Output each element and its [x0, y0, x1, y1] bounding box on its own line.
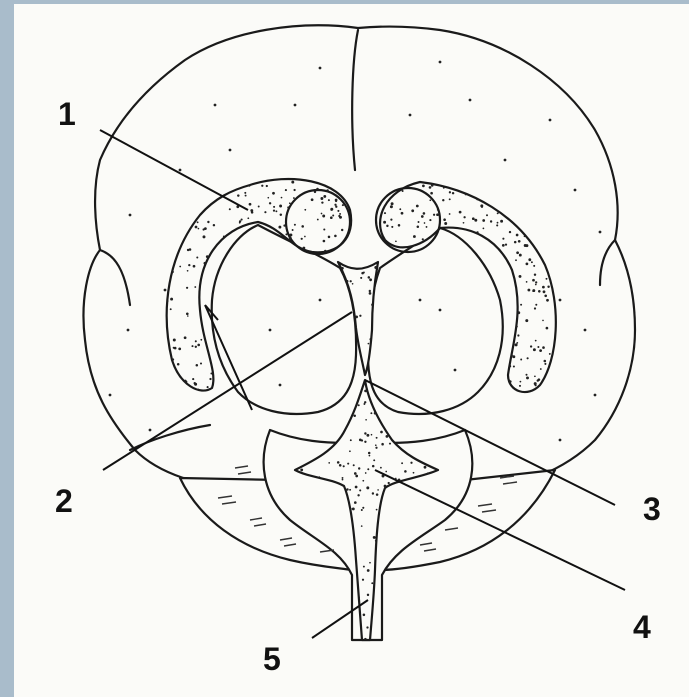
- label-3: 3: [643, 491, 661, 527]
- label-5: 5: [263, 641, 281, 677]
- label-4: 4: [633, 609, 651, 645]
- label-2: 2: [55, 483, 73, 519]
- label-1: 1: [58, 96, 76, 132]
